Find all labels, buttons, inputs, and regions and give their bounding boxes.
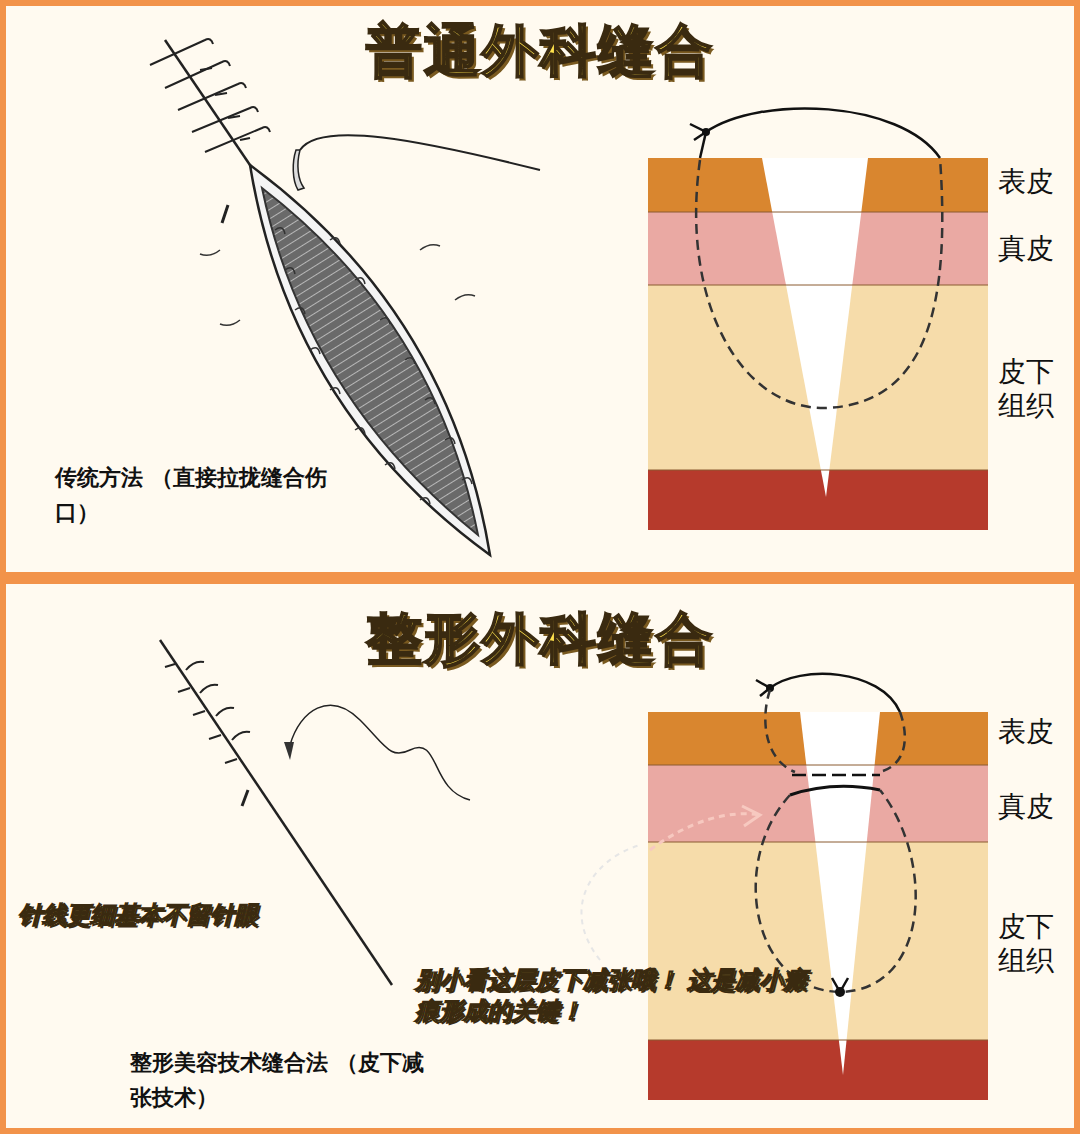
panel-title: 普通外科缝合 — [6, 14, 1074, 90]
skin-cross-section-tension-reduced — [581, 674, 988, 1100]
panel-title: 整形外科缝合 — [6, 602, 1074, 678]
callout-note: 别小看这层皮下减张哦！ 这是减小瘢痕形成的关键！ — [415, 965, 815, 1027]
layer-label: 表皮 — [998, 165, 1060, 199]
layer-label: 表皮 — [998, 715, 1060, 749]
caption: 传统方法 （直接拉拢缝合伤口） — [55, 460, 355, 530]
layer-label: 真皮 — [998, 232, 1060, 266]
layer-label: 皮下组织 — [998, 355, 1060, 422]
skin-cross-section — [648, 108, 988, 530]
panel-band: 普通外科缝合 — [0, 0, 1080, 578]
caption: 整形美容技术缝合法 （皮下减张技术） — [130, 1045, 430, 1115]
layer-label: 皮下组织 — [998, 910, 1060, 977]
closed-incision-sketch — [160, 640, 470, 985]
layer-label: 真皮 — [998, 790, 1060, 824]
callout-note: 针线更细基本不留针眼 — [18, 900, 258, 931]
